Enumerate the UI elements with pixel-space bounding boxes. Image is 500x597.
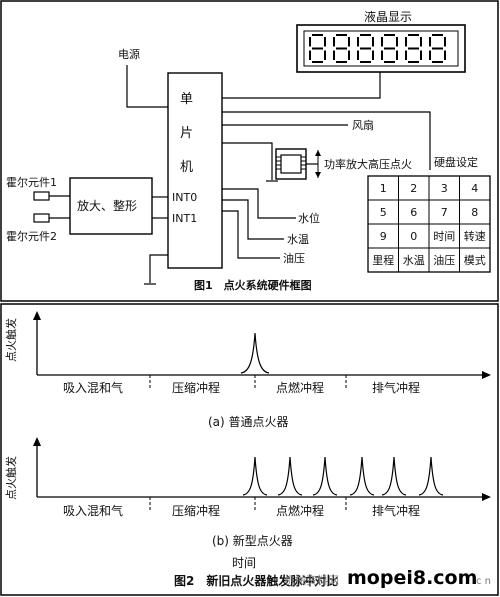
time-label: 时间 xyxy=(232,556,256,570)
panel-b-y-label: 点火触发 xyxy=(4,456,18,500)
watermark-right: c n xyxy=(476,576,491,587)
keypad-key: 4 xyxy=(471,182,478,195)
figure-2-caption: 图2 新旧点火器触发脉冲对比 xyxy=(174,573,338,588)
mcu-lcd-line xyxy=(222,72,381,99)
keypad-key: 时间 xyxy=(433,230,455,243)
hall-sensor-1-label: 霍尔元件1 xyxy=(6,176,57,189)
panel-b-stroke-power: 点燃冲程 xyxy=(276,503,324,518)
lcd-digits xyxy=(309,34,446,63)
lcd-digit xyxy=(429,34,446,63)
lcd-digit xyxy=(381,34,398,63)
keypad-key: 0 xyxy=(410,230,417,243)
power-label: 电源 xyxy=(118,47,140,61)
panel-a-x-arrow xyxy=(482,371,491,379)
panel-b-pulse xyxy=(312,456,338,496)
keypad-key: 转速 xyxy=(464,229,486,243)
mcu-block xyxy=(167,72,223,269)
figure-2-pulse-comparison: 点火触发 吸入混和气 压缩冲程 点燃冲程 排气冲程 (a) 普通点火器 点火触发… xyxy=(0,303,499,596)
hall-sensor-1-icon xyxy=(33,191,50,201)
int0-label: INT0 xyxy=(172,191,197,204)
oil-pressure-line xyxy=(222,210,280,259)
panel-b-pulse-train xyxy=(242,456,444,496)
power-line xyxy=(126,65,168,108)
mcu-char-1: 单 xyxy=(180,92,193,107)
lcd-digit xyxy=(357,34,374,63)
watermark-left: 机械资料网 xyxy=(284,573,339,587)
keypad-key: 7 xyxy=(441,206,448,219)
figure-1-hardware-block-diagram: 液晶显示 电源 单 片 机 INT0 INT1 风扇 xyxy=(0,0,499,302)
hall-sensor-2-label: 霍尔元件2 xyxy=(6,230,57,243)
hall-sensor-2-icon xyxy=(33,213,50,223)
watermark-main: mopei8.com xyxy=(347,567,477,589)
keypad-key: 3 xyxy=(441,182,448,195)
panel-b-stroke-intake: 吸入混和气 xyxy=(63,503,123,518)
water-level-line xyxy=(222,188,296,219)
water-temp-line xyxy=(222,199,284,240)
power-amp-label: 功率放大高压点火 xyxy=(324,157,412,171)
panel-a-y-label: 点火触发 xyxy=(4,318,18,362)
keypad-key: 模式 xyxy=(464,254,486,267)
panel-a-caption: (a) 普通点火器 xyxy=(208,415,289,429)
mcu-ground-line xyxy=(149,254,168,283)
mcu-char-2: 片 xyxy=(180,126,193,141)
panel-a-stroke-power: 点燃冲程 xyxy=(276,380,324,395)
panel-b-x-arrow xyxy=(482,493,491,501)
keypad-key: 6 xyxy=(410,206,417,219)
panel-b-pulse xyxy=(418,456,444,496)
panel-b-new-igniter: 点火触发 吸入混和气 压缩冲程 点燃冲程 排气冲程 (b) 新型点火器 xyxy=(4,437,491,548)
lcd-digit xyxy=(405,34,422,63)
mcu-keypad-line xyxy=(222,111,431,170)
lcd-label: 液晶显示 xyxy=(364,9,412,24)
amp-shape-block xyxy=(69,177,153,235)
keypad-key: 5 xyxy=(380,206,387,219)
panel-a-pulse xyxy=(240,332,270,374)
watermark: 机械资料网 mopei8.com c n xyxy=(284,567,491,589)
panel-b-y-arrow xyxy=(33,437,41,446)
keypad-title: 硬盘设定 xyxy=(434,155,478,169)
ignition-coil-icon xyxy=(266,148,321,182)
panel-a-stroke-exhaust: 排气冲程 xyxy=(372,380,420,395)
lcd-digit xyxy=(309,34,326,63)
panel-b-pulse xyxy=(349,456,375,496)
panel-b-stroke-compression: 压缩冲程 xyxy=(172,503,220,518)
panel-a-stroke-intake: 吸入混和气 xyxy=(63,380,123,395)
oil-pressure-label: 油压 xyxy=(283,251,305,265)
panel-b-pulse xyxy=(381,456,407,496)
lcd-display xyxy=(296,24,466,73)
keypad-key: 1 xyxy=(380,182,387,195)
keypad-key: 油压 xyxy=(433,253,455,267)
panel-a-stroke-compression: 压缩冲程 xyxy=(172,380,220,395)
panel-b-caption: (b) 新型点火器 xyxy=(212,533,293,548)
water-level-label: 水位 xyxy=(298,211,320,225)
keypad-key: 9 xyxy=(380,230,387,243)
coil-line xyxy=(222,142,273,170)
keypad-grid: 1 2 3 4 5 6 7 8 9 0 时间转速里程水温油压模式 xyxy=(367,175,491,273)
figure-1-frame xyxy=(0,0,499,302)
keypad-key: 水温 xyxy=(403,254,425,267)
keypad-key: 8 xyxy=(471,206,478,219)
lcd-digit xyxy=(333,34,350,63)
amp-shape-label: 放大、整形 xyxy=(77,198,137,213)
figure-2-frame xyxy=(0,303,499,596)
figure-1-caption: 图1 点火系统硬件框图 xyxy=(194,278,312,292)
panel-b-pulse xyxy=(242,456,268,496)
keypad-key: 2 xyxy=(410,182,417,195)
keypad-key: 里程 xyxy=(372,254,394,267)
int1-label: INT1 xyxy=(172,212,197,225)
panel-b-stroke-exhaust: 排气冲程 xyxy=(372,503,420,518)
water-temp-label: 水温 xyxy=(287,233,309,246)
mcu-char-3: 机 xyxy=(180,160,193,175)
panel-a-y-arrow xyxy=(33,311,41,320)
panel-a-conventional-igniter: 点火触发 吸入混和气 压缩冲程 点燃冲程 排气冲程 (a) 普通点火器 xyxy=(4,311,491,429)
panel-b-pulse xyxy=(277,456,303,496)
fan-label: 风扇 xyxy=(352,118,374,132)
